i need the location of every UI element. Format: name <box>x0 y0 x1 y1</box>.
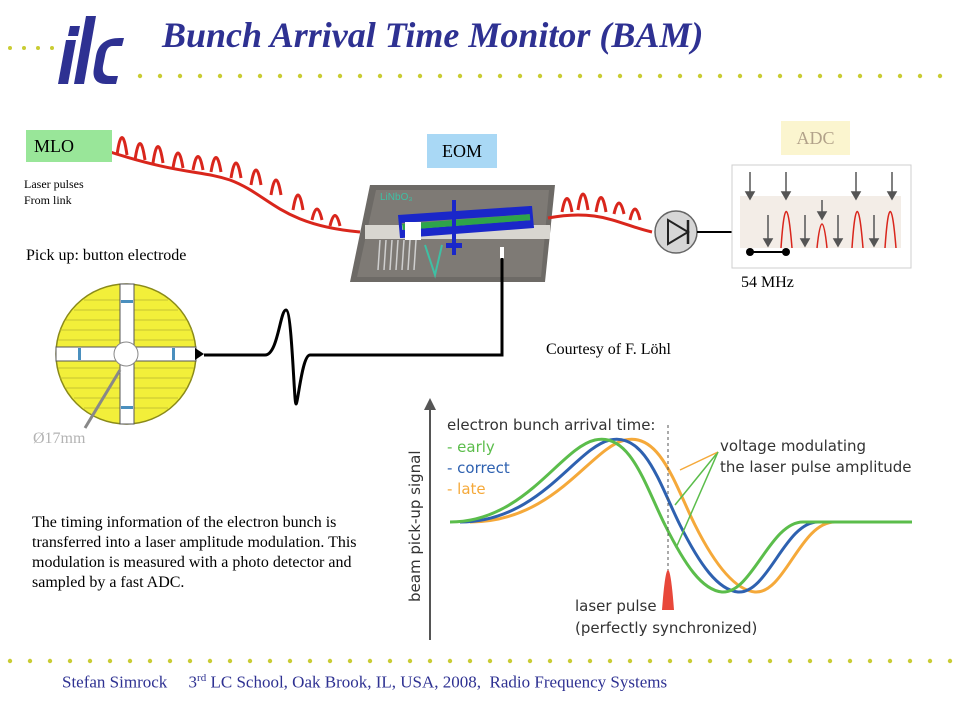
plot-y-axis-arrow <box>424 398 436 410</box>
laser-pulses-line2: From link <box>24 193 72 207</box>
legend-early: - early <box>447 438 495 456</box>
footer-ordinal: 3 <box>188 672 198 692</box>
eom-box: EOM <box>427 134 497 168</box>
mlo-box: MLO <box>26 130 112 162</box>
footer-event: LC School, Oak Brook, IL, USA, 2008, <box>210 672 482 692</box>
courtesy-label: Courtesy of F. Löhl <box>546 341 671 358</box>
laser-pulse-train-right <box>560 192 642 221</box>
laser-pulse-spike <box>662 570 674 610</box>
photodiode-icon <box>654 210 733 254</box>
curve-correct <box>459 437 912 594</box>
dotted-decoration-top <box>8 46 943 79</box>
footer-author: Stefan Simrock <box>62 672 168 692</box>
footer-ordinal-suffix: rd <box>197 672 207 684</box>
dotted-decoration-bottom <box>7 658 953 664</box>
annotation-laser-line1: laser pulse <box>575 597 657 615</box>
legend-late: - late <box>447 480 486 498</box>
adc-box: ADC <box>781 121 850 155</box>
freq-label: 54 MHz <box>741 274 794 291</box>
laser-pulse-train-left <box>115 136 342 227</box>
annotation-laser-line2: (perfectly synchronized) <box>575 619 757 637</box>
eom-electrode-stripes <box>398 206 534 238</box>
plot-ylabel: beam pick-up signal <box>406 450 424 602</box>
adc-panel <box>731 164 912 269</box>
ilc-logo <box>58 16 124 84</box>
laser-pulses-label: Laser pulses From link <box>24 176 84 208</box>
linbo-label: LiNbO₃ <box>380 192 413 203</box>
annotation-voltage-line1: voltage modulating <box>720 437 866 455</box>
signal-cable <box>204 258 504 406</box>
fiber-eom-to-diode <box>547 213 653 234</box>
description-text: The timing information of the electron b… <box>32 514 357 591</box>
laser-pulses-line1: Laser pulses <box>24 177 84 191</box>
bam-schematic <box>55 136 912 429</box>
button-electrode-drawing <box>55 283 204 429</box>
curve-early <box>449 437 912 594</box>
footer: Stefan Simrock 3rd LC School, Oak Brook,… <box>62 672 667 693</box>
fiber-mlo-to-eom <box>103 148 361 234</box>
legend-title: electron bunch arrival time: <box>447 416 655 434</box>
footer-topic: Radio Frequency Systems <box>489 672 668 692</box>
arrival-time-plot: beam pick-up signal electron bunch arriv… <box>406 398 912 640</box>
annotation-voltage-line2: the laser pulse amplitude <box>720 458 912 476</box>
page-title: Bunch Arrival Time Monitor (BAM) <box>162 15 704 55</box>
pickup-label: Pick up: button electrode <box>26 247 187 264</box>
legend-correct: - correct <box>447 459 510 477</box>
diameter-label: Ø17mm <box>33 430 86 447</box>
